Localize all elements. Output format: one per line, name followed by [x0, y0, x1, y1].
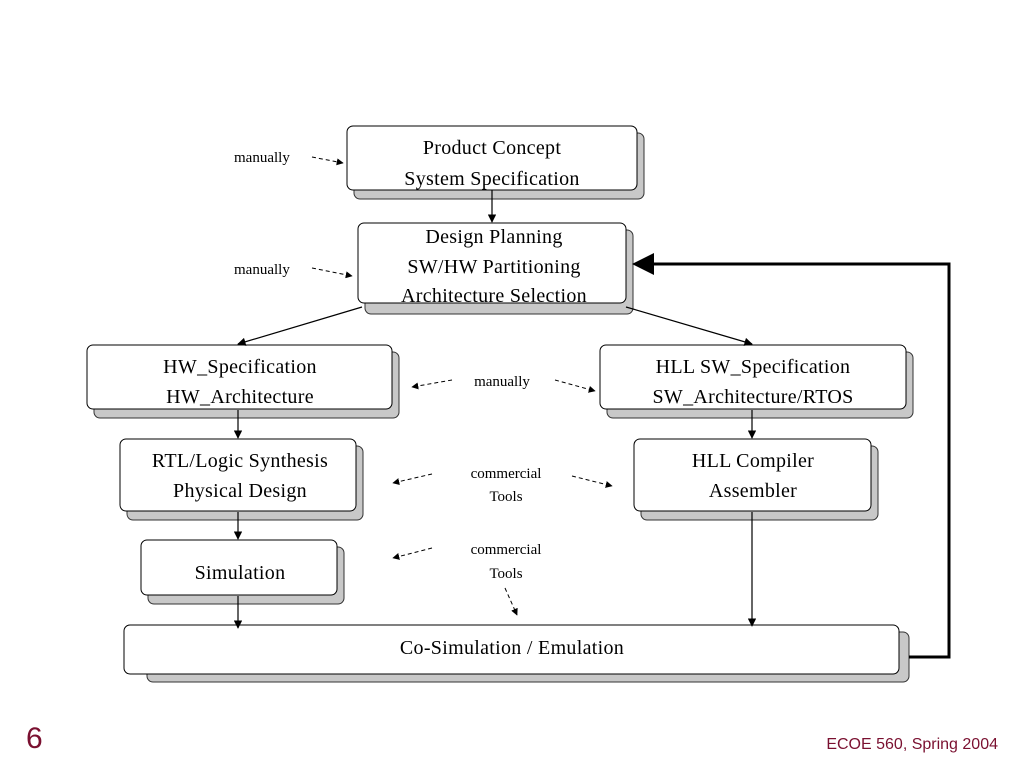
- feedback-loop-arrow: [632, 253, 951, 659]
- dashed-arrow-manually-2: [311, 267, 353, 279]
- arrow-planning-to-sw: [625, 306, 753, 346]
- dashed-arrow-commercial2-left: [392, 547, 433, 560]
- note-commercial-2-line2: Tools: [489, 566, 522, 582]
- course-label: ECOE 560, Spring 2004: [826, 736, 998, 753]
- design-planning-line1: Design Planning: [425, 226, 562, 248]
- dashed-arrow-commercial-left: [392, 473, 433, 485]
- cosimulation-box: Co-Simulation / Emulation: [123, 624, 910, 683]
- product-concept-line2: System Specification: [404, 168, 579, 190]
- product-concept-line1: Product Concept: [423, 137, 562, 159]
- design-planning-box: Design Planning SW/HW Partitioning Archi…: [357, 222, 634, 315]
- note-commercial-1-line1: commercial: [471, 466, 542, 482]
- hll-compiler-line1: HLL Compiler: [692, 450, 814, 472]
- slide-number: 6: [26, 722, 43, 755]
- note-commercial-2-line1: commercial: [471, 542, 542, 558]
- product-concept-box: Product Concept System Specification: [346, 125, 645, 200]
- hw-spec-line2: HW_Architecture: [166, 386, 314, 408]
- dashed-arrow-commercial2-down: [504, 587, 518, 616]
- dashed-arrow-manually-left: [411, 379, 453, 390]
- rtl-synthesis-line2: Physical Design: [173, 480, 307, 502]
- design-planning-line2: SW/HW Partitioning: [407, 256, 580, 278]
- sw-spec-line1: HLL SW_Specification: [656, 356, 851, 378]
- dashed-arrow-manually-1: [311, 156, 344, 166]
- hw-specification-box: HW_Specification HW_Architecture: [86, 344, 400, 419]
- note-manually-2: manually: [234, 262, 290, 278]
- hll-compiler-box: HLL Compiler Assembler: [633, 438, 879, 521]
- hll-compiler-line2: Assembler: [709, 480, 797, 502]
- simulation-label: Simulation: [195, 562, 286, 584]
- dashed-arrow-commercial-right: [571, 475, 613, 488]
- dashed-arrow-manually-right: [554, 379, 596, 393]
- flow-arrows: [233, 190, 757, 629]
- note-arrows: [311, 156, 613, 616]
- cosimulation-label: Co-Simulation / Emulation: [400, 637, 624, 659]
- rtl-synthesis-line1: RTL/Logic Synthesis: [152, 450, 328, 472]
- note-manually-1: manually: [234, 150, 290, 166]
- rtl-synthesis-box: RTL/Logic Synthesis Physical Design: [119, 438, 364, 521]
- hw-spec-line1: HW_Specification: [163, 356, 317, 378]
- arrow-planning-to-hw: [237, 306, 363, 346]
- sw-specification-box: HLL SW_Specification SW_Architecture/RTO…: [599, 344, 914, 419]
- simulation-box: Simulation: [140, 539, 345, 605]
- note-commercial-1-line2: Tools: [489, 489, 522, 505]
- note-manually-3: manually: [474, 374, 530, 390]
- design-planning-line3: Architecture Selection: [401, 285, 587, 307]
- sw-spec-line2: SW_Architecture/RTOS: [652, 386, 853, 408]
